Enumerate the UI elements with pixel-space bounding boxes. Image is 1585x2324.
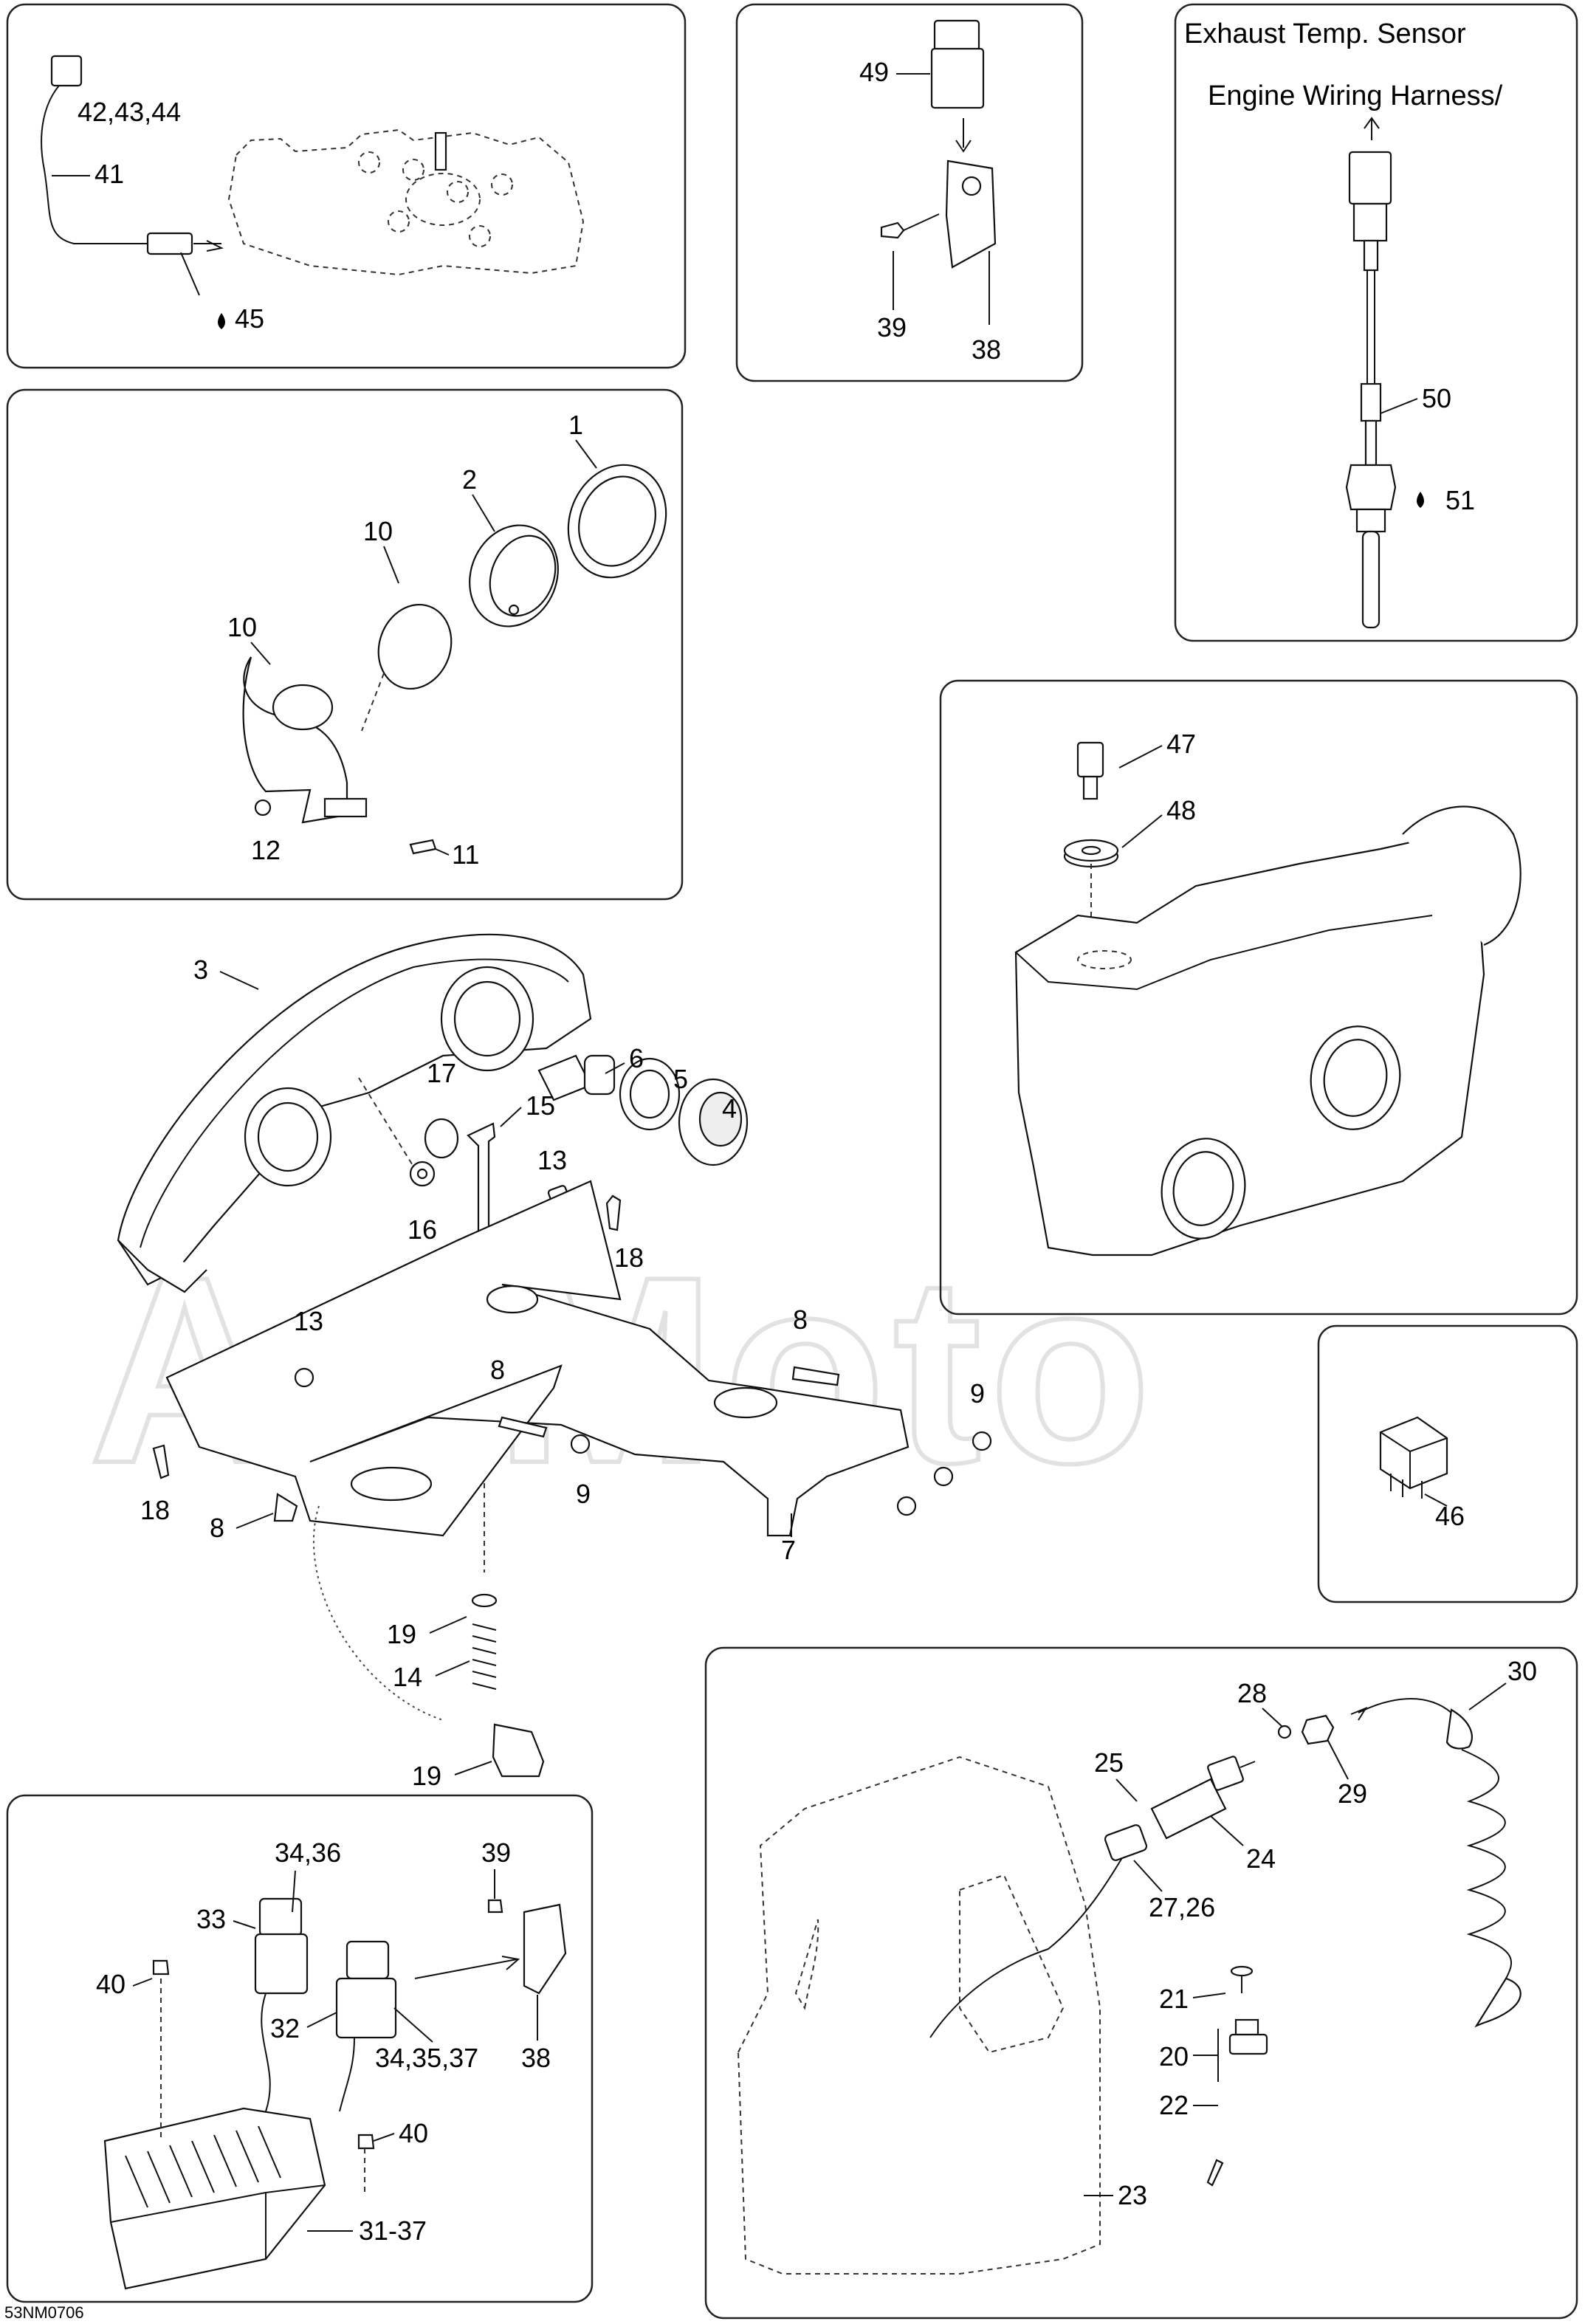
callout-1: 1 [568, 410, 583, 440]
callout-18-upper: 18 [614, 1242, 644, 1273]
callout-27-26: 27,26 [1149, 1892, 1215, 1922]
callout-29: 29 [1338, 1778, 1367, 1809]
callout-19-lower: 19 [412, 1761, 441, 1791]
callout-25: 25 [1094, 1747, 1124, 1778]
callout-20: 20 [1159, 2041, 1189, 2072]
exhaust-temp-sensor-illustration [1345, 117, 1397, 629]
callout-21: 21 [1159, 1984, 1189, 2014]
callout-30: 30 [1507, 1656, 1537, 1686]
callout-8-middle: 8 [490, 1355, 505, 1385]
airbox-illustration [1014, 741, 1522, 1256]
header-exhaust-temp-sensor: Exhaust Temp. Sensor [1184, 18, 1466, 49]
callout-11: 11 [452, 839, 479, 870]
callout-3: 3 [193, 955, 208, 985]
callout-45: 45 [235, 303, 264, 334]
callout-23: 23 [1118, 2180, 1147, 2210]
callout-38-top: 38 [972, 334, 1001, 365]
callout-8-right: 8 [793, 1304, 808, 1335]
panel-connector [735, 3, 1084, 382]
callout-12: 12 [251, 835, 281, 865]
spring-latch-illustration [312, 1505, 545, 1778]
callout-15: 15 [526, 1090, 555, 1121]
relay-illustration [1379, 1416, 1448, 1499]
callout-46: 46 [1435, 1501, 1465, 1531]
headlight-housing-illustration [117, 933, 749, 1572]
panel-voltage-regulator [6, 1794, 594, 2303]
panel-o2-sensor [6, 3, 687, 369]
callout-49: 49 [859, 57, 889, 87]
panel-airbox [939, 679, 1578, 1316]
callout-5: 5 [673, 1064, 688, 1094]
panel-exhaust-sensor [1174, 3, 1578, 642]
callout-51: 51 [1445, 485, 1475, 515]
callout-16: 16 [408, 1214, 437, 1245]
headlight-bezel-illustration [242, 464, 667, 855]
callout-24: 24 [1246, 1843, 1276, 1874]
callout-38-bottom: 38 [521, 2043, 551, 2073]
callout-40-right: 40 [399, 2118, 428, 2148]
header-engine-wiring-harness: Engine Wiring Harness/ [1208, 80, 1503, 111]
callout-39-top: 39 [877, 312, 907, 343]
mounting-bracket-illustration [152, 1180, 992, 1537]
callout-32: 32 [270, 2013, 300, 2043]
callout-2: 2 [462, 464, 477, 495]
panel-relay [1317, 1324, 1578, 1603]
callout-13-upper: 13 [537, 1145, 567, 1175]
callout-18-lower: 18 [140, 1495, 170, 1525]
o2-sensor-illustration [41, 55, 585, 296]
callout-47: 47 [1166, 729, 1196, 759]
callout-13-lower: 13 [294, 1306, 323, 1336]
drawing-code: 53NM0706 [4, 2303, 84, 2322]
callout-14: 14 [393, 1662, 422, 1692]
panel-headlight-bezel [6, 388, 684, 901]
callout-6: 6 [629, 1043, 644, 1073]
callout-40-left: 40 [96, 1969, 126, 1999]
callout-31-37: 31-37 [359, 2215, 427, 2246]
callout-10-upper: 10 [363, 516, 393, 546]
callout-7: 7 [781, 1535, 796, 1565]
callout-9-right: 9 [970, 1378, 985, 1409]
callout-33: 33 [196, 1904, 226, 1934]
callout-17: 17 [427, 1058, 456, 1088]
callout-50: 50 [1422, 383, 1451, 413]
callout-34-36: 34,36 [275, 1837, 341, 1868]
connector-bracket-illustration [880, 19, 997, 269]
switch-plate-illustration [737, 1698, 1522, 2275]
callout-9-middle: 9 [576, 1479, 591, 1509]
callout-22: 22 [1159, 2090, 1189, 2120]
callout-8-left: 8 [210, 1513, 224, 1543]
voltage-regulator-illustration [103, 1897, 567, 2290]
callout-39-bottom: 39 [481, 1837, 511, 1868]
callout-19-upper: 19 [387, 1619, 416, 1649]
panel-switch-plate [704, 1646, 1578, 2320]
callout-28: 28 [1237, 1678, 1267, 1708]
callout-34-35-37: 34,35,37 [375, 2043, 478, 2073]
callout-4: 4 [722, 1093, 737, 1124]
callout-41: 41 [94, 159, 124, 189]
callout-42-43-44: 42,43,44 [78, 97, 181, 127]
callout-10-lower: 10 [227, 612, 257, 642]
callout-48: 48 [1166, 795, 1196, 825]
